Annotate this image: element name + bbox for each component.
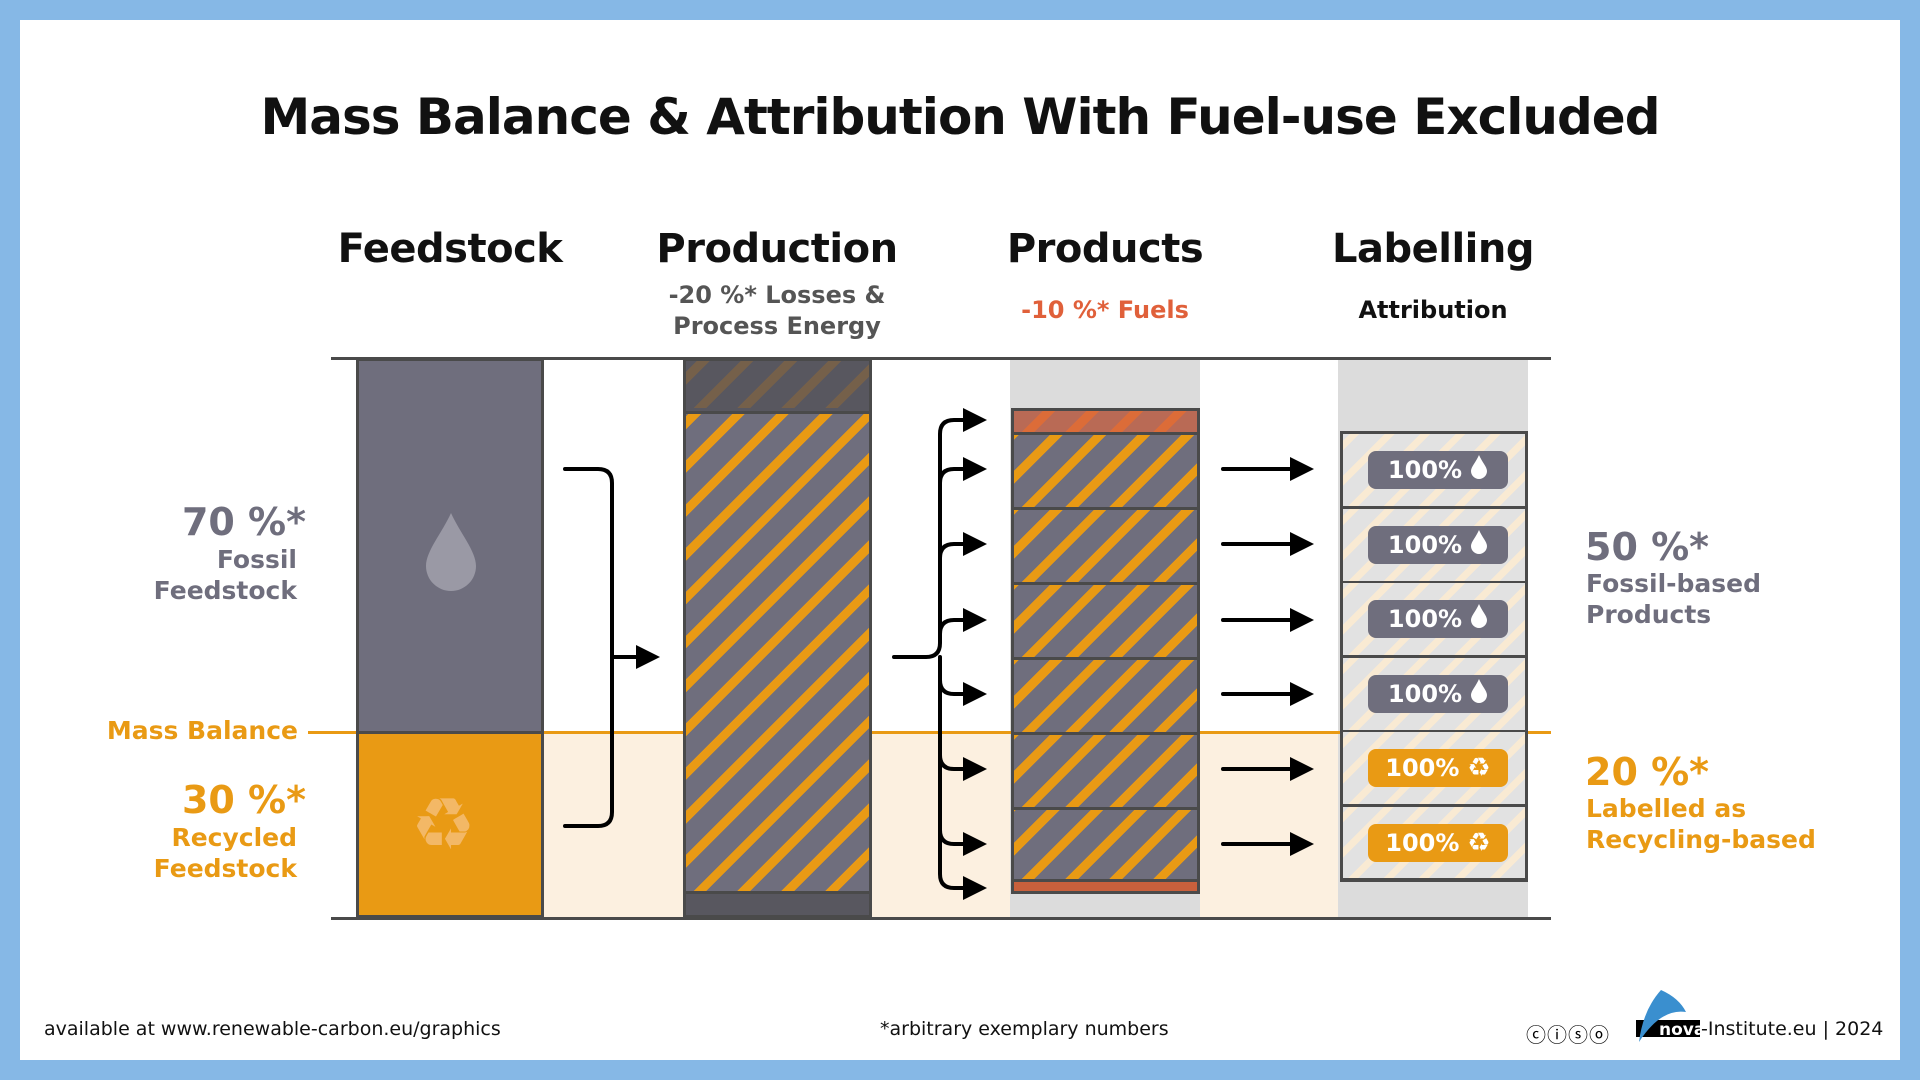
fossil-label-badge: 100% <box>1368 674 1508 713</box>
label-row: 100% <box>1343 583 1525 655</box>
drop-icon <box>1470 529 1488 561</box>
bottom-divider <box>331 917 1551 920</box>
label-row: 100% <box>1343 434 1525 506</box>
product-row <box>1014 435 1197 507</box>
column-header-feedstock: Feedstock <box>337 226 563 272</box>
product-arrow <box>938 828 987 856</box>
badge-text: 100% <box>1387 679 1463 708</box>
fossil-label-line2: Feedstock <box>153 576 297 605</box>
top-divider <box>331 357 1551 360</box>
drop-icon <box>426 513 476 591</box>
nova-logo-text: nova <box>1659 1020 1706 1040</box>
footer-note: *arbitrary exemplary numbers <box>880 1018 1169 1040</box>
footer-source: available at www.renewable-carbon.eu/gra… <box>44 1018 501 1040</box>
drop-icon <box>1470 603 1488 635</box>
fossil-label-badge: 100% <box>1368 525 1508 564</box>
footer-institute: -Institute.eu | 2024 <box>1701 1018 1884 1040</box>
product-row <box>1014 510 1197 582</box>
badge-text: 100% <box>1387 530 1463 559</box>
badge-text: 100% <box>1387 605 1463 633</box>
column-header-products: Products <box>1006 226 1204 272</box>
recycled-label-badge: 100%♻ <box>1368 823 1508 862</box>
fossil-products-percent: 50 %* <box>1585 525 1710 569</box>
badge-text: 100% <box>1385 754 1460 782</box>
label-row: 100%♻ <box>1343 806 1525 878</box>
page-title: Mass Balance & Attribution With Fuel-use… <box>260 88 1661 146</box>
recycled-label-line1: Recycled <box>171 823 297 852</box>
fossil-label-badge: 100% <box>1368 600 1508 638</box>
badge-text: 100% <box>1387 456 1463 484</box>
products-subtitle: -10 %* Fuels <box>1021 296 1189 324</box>
fossil-products-line2: Products <box>1586 600 1712 629</box>
recycled-products-line2: Recycling-based <box>1586 825 1816 854</box>
production-subtitle-2: Process Energy <box>673 312 881 340</box>
recycle-icon: ♻ <box>1467 827 1491 858</box>
fossil-feedstock-label: 70 %* <box>100 500 306 544</box>
product-arrow <box>938 678 987 706</box>
cc-license-icons: ⓒⓘⓢⓞ <box>1526 1023 1610 1047</box>
labelling-stack: 100%100%100%100%100%♻100%♻ <box>1340 431 1528 882</box>
recycled-feedstock-percent: 30 %* <box>181 778 306 822</box>
mass-balance-label: Mass Balance <box>106 716 298 745</box>
recycle-icon: ♻ <box>1467 753 1491 783</box>
labelling-subtitle: Attribution <box>1358 296 1508 324</box>
production-subtitle-1: -20 %* Losses & <box>668 281 886 309</box>
fuels-segment-bottom <box>1014 882 1197 891</box>
column-header-production: Production <box>656 226 898 272</box>
product-arrow <box>938 655 987 900</box>
fossil-feedstock-block <box>356 358 544 734</box>
fossil-label-badge: 100% <box>1368 451 1508 489</box>
recycled-products-line1: Labelled as <box>1586 794 1747 823</box>
fuels-segment <box>1014 411 1197 432</box>
product-arrow <box>892 408 987 659</box>
product-arrow <box>938 608 987 636</box>
product-row <box>1014 735 1197 807</box>
drop-icon <box>1470 678 1488 710</box>
fossil-label-line1: Fossil <box>216 545 297 574</box>
feedstock-brace <box>563 467 614 828</box>
badge-text: 100% <box>1385 828 1460 857</box>
column-header-labelling: Labelling <box>1332 226 1534 272</box>
product-row <box>1014 810 1197 879</box>
product-arrow <box>938 753 987 781</box>
product-arrow <box>938 457 987 485</box>
production-output-segment <box>686 411 869 894</box>
label-row: 100% <box>1343 657 1525 730</box>
production-bar <box>683 358 872 918</box>
product-row <box>1014 585 1197 657</box>
mass-balance-line <box>308 731 1551 734</box>
product-arrow <box>938 532 987 560</box>
recycle-icon: ♻ <box>411 782 476 866</box>
drop-icon <box>1470 454 1488 486</box>
losses-segment <box>686 361 869 408</box>
product-row <box>1014 660 1197 732</box>
fossil-products-line1: Fossil-based <box>1586 569 1762 598</box>
recycled-products-percent: 20 %* <box>1585 750 1710 794</box>
fossil-feedstock-percent: 70 %* <box>181 500 306 544</box>
recycled-label-line2: Feedstock <box>153 854 297 883</box>
label-row: 100% <box>1343 508 1525 581</box>
products-stack <box>1011 408 1200 894</box>
recycled-label-badge: 100%♻ <box>1368 749 1508 787</box>
recycled-feedstock-block: ♻ <box>356 731 544 918</box>
label-row: 100%♻ <box>1343 732 1525 804</box>
nova-logo <box>1636 990 1700 1042</box>
